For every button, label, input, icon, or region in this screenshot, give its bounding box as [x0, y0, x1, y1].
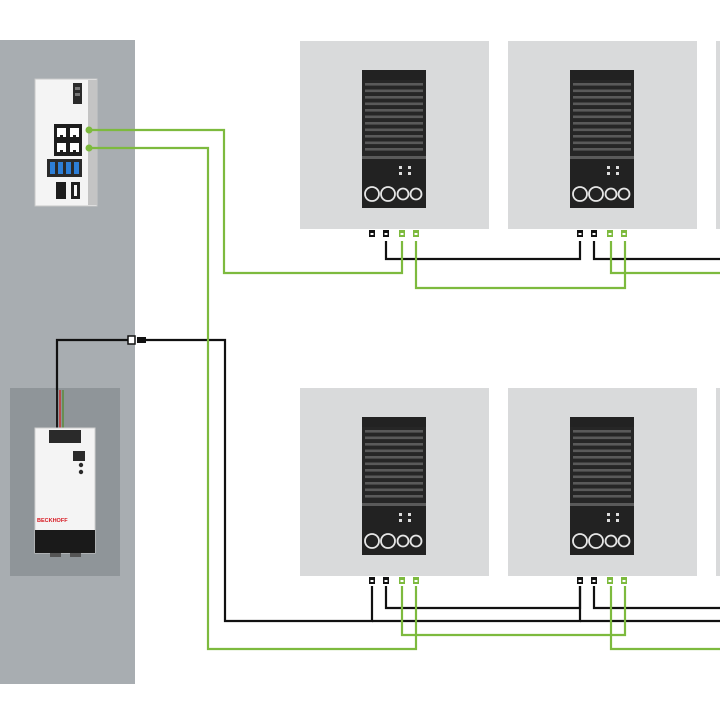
power-cables	[55, 241, 720, 623]
power-connector	[127, 335, 146, 345]
usb-port-icon	[47, 159, 82, 177]
power-supply-brand-label: BECKHOFF	[37, 518, 68, 524]
ipc-port-connectors	[85, 126, 93, 152]
power-supply: BECKHOFF	[34, 390, 96, 557]
ethercat-cables	[92, 128, 720, 651]
drive-module-top-1	[362, 70, 426, 237]
drive-module-bottom-2	[570, 417, 634, 584]
industrial-pc	[34, 78, 98, 207]
drive-module-box-bottom-3	[716, 388, 720, 576]
drive-module-box-top-3	[716, 41, 720, 229]
drive-module-top-2	[570, 70, 634, 237]
ethernet-port-icon	[54, 124, 82, 156]
drive-module-bottom-1	[362, 417, 426, 584]
